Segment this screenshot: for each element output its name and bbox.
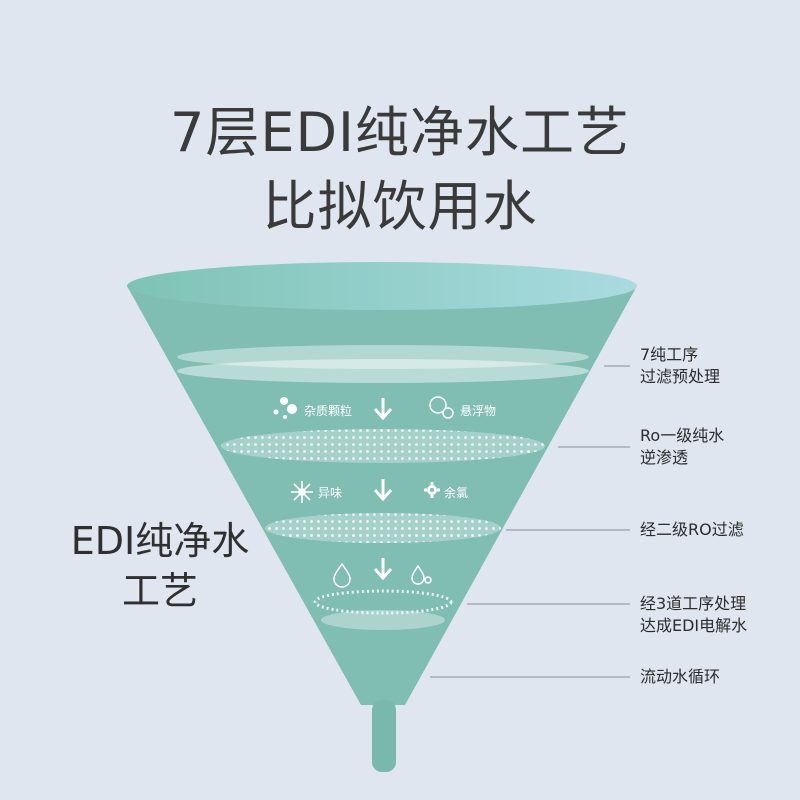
filter-layer-2-dots [221,429,545,463]
funnel-top [127,262,637,310]
callout-2-line-1: Ro一级纯水 [640,426,725,445]
callout-lines [430,365,630,678]
title-line-2: 比拟饮用水 [262,175,538,238]
bubbles-icon [429,396,454,419]
filter-layer-4b [321,610,445,630]
filter-layer-1b [177,359,589,383]
flower-icon [291,481,313,503]
callout-2-line-2: 逆渗透 [640,448,689,467]
arrow-down-icon [373,479,393,502]
callout-4-line-1: 经3道工序处理 [640,594,747,613]
callout-1-line-1: 7纯工序 [640,345,699,364]
callout-1-line-2: 过滤预处理 [640,367,721,386]
callout-3-line-1: 经二级RO过滤 [640,520,744,539]
title-line-1: 7层EDI纯净水工艺 [170,101,630,164]
side-label-line-1: EDI纯净水 [70,519,250,563]
filter-layer-1 [177,345,589,369]
particles-icon [273,397,297,419]
callout-3: 经二级RO过滤 [640,519,744,541]
arrow-down-icon [373,398,393,421]
stage-label-suspended: 悬浮物 [460,404,497,418]
callout-1: 7纯工序 过滤预处理 [640,344,720,388]
filter-layer-4 [313,589,453,615]
callout-2: Ro一级纯水 逆渗透 [640,425,724,469]
stage-label-impurities: 杂质颗粒 [304,404,353,418]
filter-layer-3-dots [265,513,501,543]
side-label-line-2: 工艺 [121,569,198,613]
droplet-icon [411,564,432,585]
stage-label-chlorine: 余氯 [444,486,469,500]
gear-icon [424,482,440,498]
droplet-icon [333,562,351,588]
arrow-down-icon [373,558,393,581]
funnel-stem [372,700,396,772]
callout-5: 流动水循环 [640,666,720,688]
callout-4: 经3道工序处理 达成EDI电解水 [640,593,747,637]
callout-4-line-2: 达成EDI电解水 [640,616,748,635]
callout-5-line-1: 流动水循环 [640,667,721,686]
stage-label-odor: 异味 [318,486,343,500]
